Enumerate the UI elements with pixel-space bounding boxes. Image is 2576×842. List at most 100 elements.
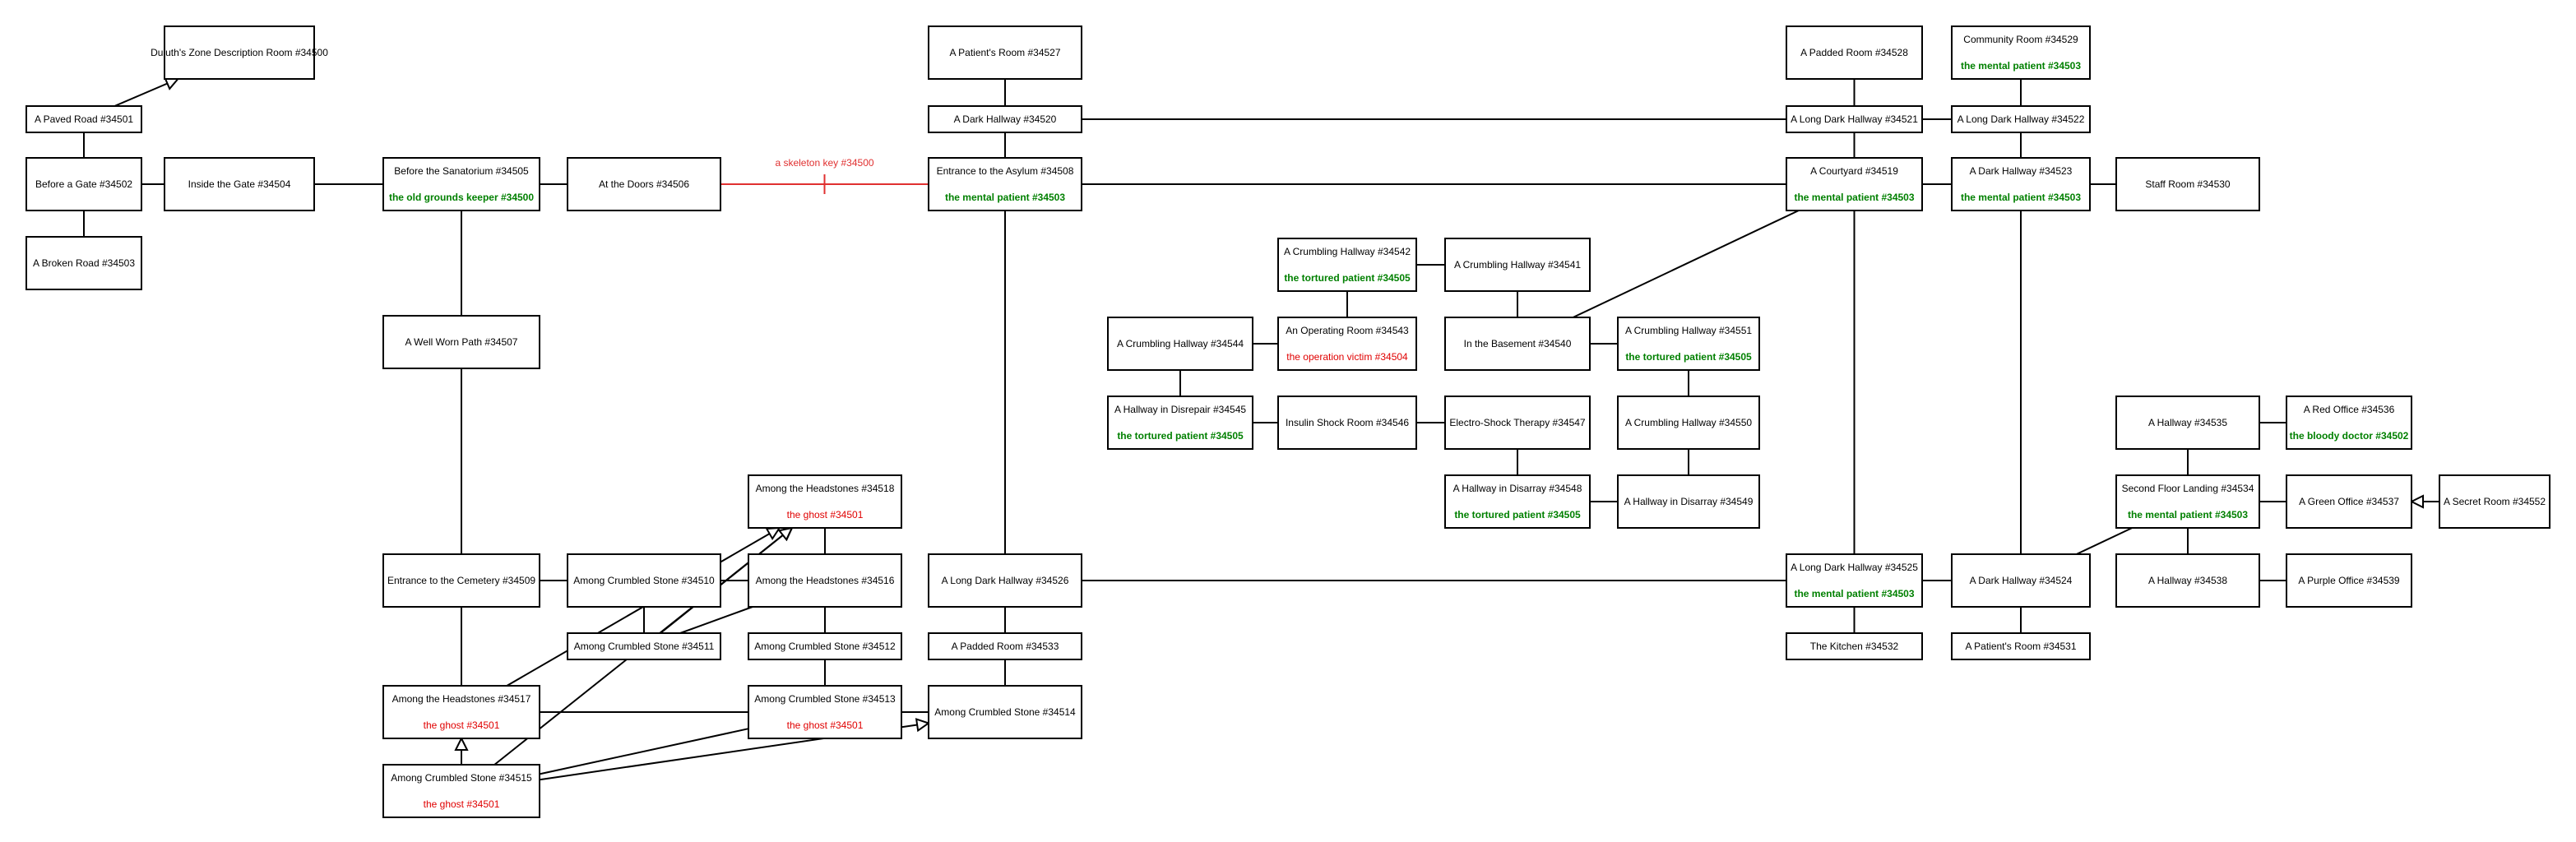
room-box (1444, 317, 1591, 371)
one-way-arrow-icon (454, 736, 469, 751)
room-box (2115, 396, 2260, 450)
room-box (1107, 317, 1253, 371)
room-name: A Red Office #34536 (2304, 404, 2395, 415)
room-name: A Crumbling Hallway #34541 (1454, 259, 1581, 271)
exit-line (679, 606, 753, 634)
room-box (1277, 238, 1417, 292)
room-name: Among Crumbled Stone #34514 (934, 706, 1076, 718)
room-name: A Hallway #34535 (2148, 417, 2227, 428)
exit-line (1573, 210, 1800, 318)
room-box (748, 685, 902, 739)
room-34547: Electro-Shock Therapy #34547 (1444, 396, 1591, 450)
room-box (1951, 105, 2091, 133)
room-name: At the Doors #34506 (599, 178, 689, 190)
room-34512: Among Crumbled Stone #34512 (748, 632, 902, 660)
room-box (382, 553, 540, 608)
room-box (1277, 396, 1417, 450)
room-34522: A Long Dark Hallway #34522 (1951, 105, 2091, 133)
room-34530: Staff Room #34530 (2115, 157, 2260, 211)
room-34537: A Green Office #34537 (2286, 474, 2412, 529)
room-box (748, 632, 902, 660)
room-box (1277, 317, 1417, 371)
room-mob-label: the operation victim #34504 (1286, 351, 1408, 363)
room-name: Among the Headstones #34518 (756, 483, 895, 494)
room-name: Insulin Shock Room #34546 (1286, 417, 1409, 428)
room-box (25, 105, 142, 133)
room-mob-label: the ghost #34501 (424, 798, 500, 810)
room-name: Among the Headstones #34517 (392, 693, 531, 705)
room-34524: A Dark Hallway #34524 (1951, 553, 2091, 608)
rooms: Duluth's Zone Description Room #34500 A P… (25, 25, 2551, 818)
room-34532: The Kitchen #34532 (1786, 632, 1923, 660)
room-34504: Inside the Gate #34504 (164, 157, 315, 211)
room-box (928, 157, 1082, 211)
room-box (928, 632, 1082, 660)
room-name: Among Crumbled Stone #34512 (754, 641, 896, 652)
room-box (1951, 157, 2091, 211)
room-name: Electro-Shock Therapy #34547 (1449, 417, 1586, 428)
room-box (1444, 396, 1591, 450)
room-34546: Insulin Shock Room #34546 (1277, 396, 1417, 450)
key-requirement-label: a skeleton key #34500 (775, 157, 873, 169)
room-34541: A Crumbling Hallway #34541 (1444, 238, 1591, 292)
link-r34519-r34540 (1573, 210, 1800, 318)
room-name: A Well Worn Path #34507 (405, 336, 518, 348)
room-34544: A Crumbling Hallway #34544 (1107, 317, 1253, 371)
room-box (25, 157, 142, 211)
room-name: A Crumbling Hallway #34550 (1625, 417, 1752, 428)
room-mob-label: the mental patient #34503 (1961, 192, 2081, 203)
room-box (1617, 474, 1760, 529)
room-name: Second Floor Landing #34534 (2122, 483, 2254, 494)
room-box (1444, 474, 1591, 529)
room-box (382, 315, 540, 369)
link-r34524-r34534 (2076, 527, 2133, 555)
room-box (382, 685, 540, 739)
room-name: A Padded Room #34533 (952, 641, 1059, 652)
room-34502: Before a Gate #34502 (25, 157, 142, 211)
room-name: A Long Dark Hallway #34526 (942, 575, 1069, 586)
room-box (748, 474, 902, 529)
link-r34515-r34517 (454, 736, 469, 765)
room-34514: Among Crumbled Stone #34514 (928, 685, 1082, 739)
room-34539: A Purple Office #34539 (2286, 553, 2412, 608)
exit-line (2076, 527, 2133, 555)
room-box (928, 553, 1082, 608)
room-name: A Patient's Room #34531 (1965, 641, 2076, 652)
room-name: Among Crumbled Stone #34513 (754, 693, 896, 705)
room-name: In the Basement #34540 (1464, 338, 1572, 349)
room-name: A Crumbling Hallway #34542 (1284, 246, 1411, 257)
room-mob-label: the ghost #34501 (424, 719, 500, 731)
room-name: Inside the Gate #34504 (188, 178, 291, 190)
room-34511: Among Crumbled Stone #34511 (567, 632, 721, 660)
room-name: A Hallway in Disarray #34549 (1624, 496, 1754, 507)
room-name: Duluth's Zone Description Room #34500 (151, 47, 328, 58)
room-box (164, 157, 315, 211)
room-name: A Paved Road #34501 (35, 113, 133, 125)
room-box (748, 553, 902, 608)
room-name: A Secret Room #34552 (2444, 496, 2546, 507)
link-r34552-r34537 (2409, 494, 2439, 509)
room-34535: A Hallway #34535 (2115, 396, 2260, 450)
room-box (567, 157, 721, 211)
room-name: An Operating Room #34543 (1286, 325, 1409, 336)
room-34507: A Well Worn Path #34507 (382, 315, 540, 369)
room-34526: A Long Dark Hallway #34526 (928, 553, 1082, 608)
room-box (1107, 396, 1253, 450)
room-34550: A Crumbling Hallway #34550 (1617, 396, 1760, 450)
room-34531: A Patient's Room #34531 (1951, 632, 2091, 660)
link-r34515-r34513 (539, 728, 749, 775)
room-34521: A Long Dark Hallway #34521 (1786, 105, 1923, 133)
room-34509: Entrance to the Cemetery #34509 (382, 553, 540, 608)
room-name: Before the Sanatorium #34505 (394, 165, 529, 177)
